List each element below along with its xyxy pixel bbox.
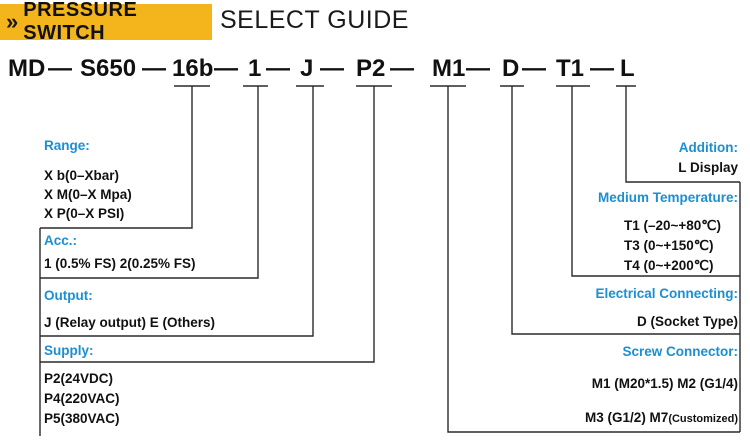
range-item: X P(0–X PSI) — [44, 206, 125, 221]
code-electrical: D — [502, 55, 520, 82]
code-addition: L — [620, 55, 635, 82]
addition-item: L Display — [678, 160, 738, 175]
connector-range — [40, 86, 193, 229]
code-screw: M1 — [432, 55, 466, 82]
code-output: J — [300, 55, 314, 82]
code-dash: — — [266, 55, 290, 82]
code-accuracy: 1 — [248, 55, 262, 82]
code-dash: — — [390, 55, 414, 82]
code-supply: P2 — [356, 55, 386, 82]
supply-item: P4(220VAC) — [44, 391, 120, 406]
connector-supply — [40, 86, 375, 363]
code-dash: — — [590, 55, 614, 82]
code-dash: — — [466, 55, 490, 82]
screw-item: M1 (M20*1.5) M2 (G1/4) — [591, 376, 738, 391]
connector-addition — [625, 86, 740, 183]
subtitle: SELECT GUIDE — [220, 6, 409, 34]
title-banner: » PRESSURE SWITCH — [0, 0, 212, 44]
electrical-item: D (Socket Type) — [636, 314, 738, 329]
code-dash: — — [142, 55, 166, 82]
output-item: J (Relay output) E (Others) — [44, 315, 216, 330]
model-code: MD — S650 — 16b — 1 — J — P2 — M1 — D — … — [0, 55, 750, 85]
screw-item: M3 (G1/2) M7 — [585, 410, 669, 425]
connector-temp — [571, 86, 740, 277]
acc-title: Acc.: — [44, 233, 78, 248]
code-md: MD — [8, 55, 46, 82]
range-title: Range: — [44, 138, 90, 153]
screw-customized-note: (Customized) — [668, 413, 738, 425]
range-item: X b(0–Xbar) — [44, 168, 120, 183]
code-dash: — — [48, 55, 72, 82]
code-series: S650 — [80, 55, 137, 82]
supply-item: P5(380VAC) — [44, 411, 120, 426]
screw-title: Screw Connector: — [622, 344, 738, 359]
connector-acc — [40, 86, 259, 279]
connector-output — [40, 86, 314, 337]
banner-title: PRESSURE SWITCH — [23, 0, 138, 44]
range-item: X M(0–X Mpa) — [44, 187, 132, 202]
temperature-title: Medium Temperature: — [597, 190, 738, 205]
connector-elec — [511, 86, 740, 335]
code-dash: — — [320, 55, 344, 82]
screw-item-row: M3 (G1/2) M7(Customized) — [585, 410, 738, 425]
code-range: 16b — [172, 55, 214, 82]
acc-item: 1 (0.5% FS) 2(0.25% FS) — [44, 256, 196, 271]
code-dash: — — [522, 55, 546, 82]
code-temperature: T1 — [556, 55, 585, 82]
connector-screw — [447, 86, 740, 433]
supply-title: Supply: — [44, 343, 94, 358]
temperature-item: T4 (0~+200℃) — [624, 258, 714, 273]
output-title: Output: — [44, 288, 93, 303]
temperature-item: T3 (0~+150℃) — [624, 238, 714, 253]
code-dash: — — [214, 55, 238, 82]
temperature-item: T1 (–20~+80℃) — [624, 218, 721, 233]
addition-title: Addition: — [678, 140, 738, 155]
supply-item: P2(24VDC) — [44, 371, 114, 386]
electrical-title: Electrical Connecting: — [595, 286, 738, 301]
